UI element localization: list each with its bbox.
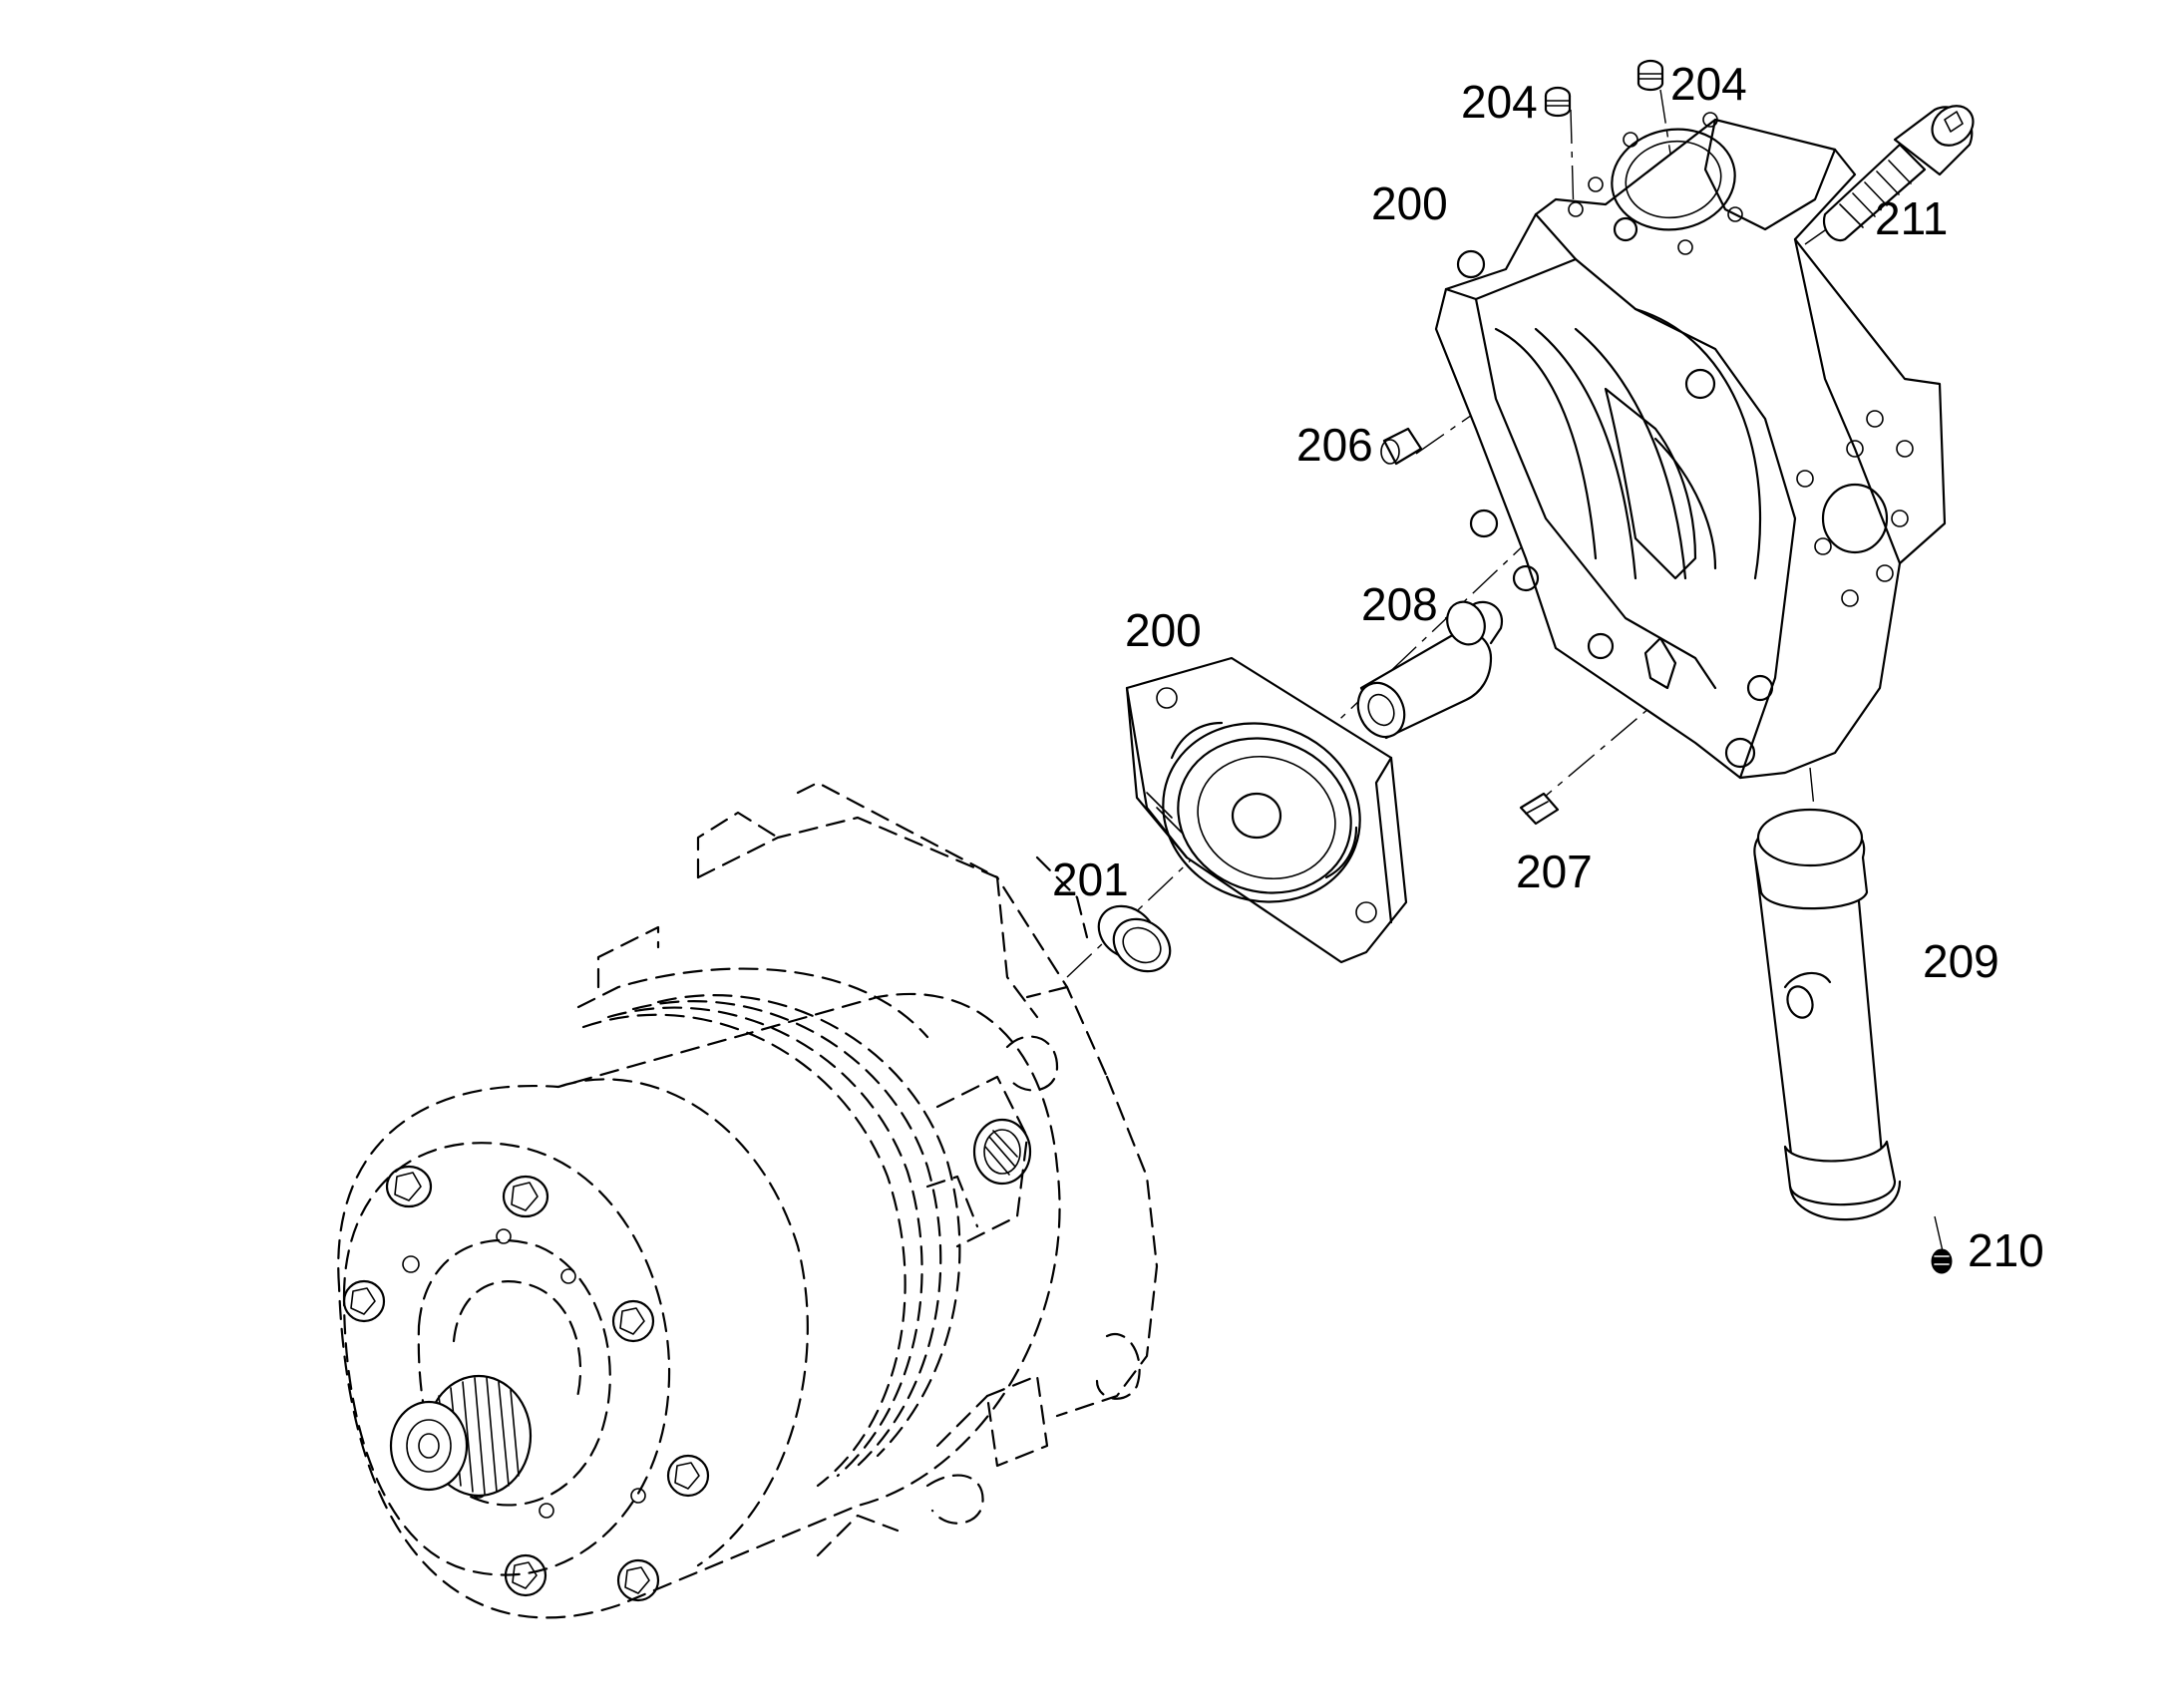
part-201-ring — [1097, 904, 1172, 973]
callout-207: 207 — [1516, 846, 1593, 897]
part-210-plug — [1931, 1248, 1953, 1274]
callout-201: 201 — [1052, 854, 1129, 905]
callout-200-plate: 200 — [1125, 604, 1202, 656]
part-204-plug-right — [1636, 59, 1664, 92]
phantom-pump-body — [337, 781, 1159, 1619]
splined-shaft — [389, 1374, 533, 1498]
part-209-piston — [1753, 808, 1902, 1221]
callout-204-right: 204 — [1670, 58, 1747, 110]
part-200-housing — [1434, 112, 1947, 780]
bolt-head-icon — [504, 1553, 547, 1597]
bolt-head-icon — [385, 1165, 433, 1208]
part-206-plug — [1380, 427, 1423, 466]
part-208-pin — [1356, 600, 1504, 740]
port-fitting — [972, 1118, 1032, 1186]
callout-206: 206 — [1296, 419, 1373, 471]
part-207-key — [1519, 792, 1560, 826]
callout-208: 208 — [1361, 578, 1438, 630]
bolt-head-icon — [342, 1279, 386, 1323]
bolt-head-icon — [666, 1454, 710, 1498]
part-204-plug-left — [1544, 86, 1572, 118]
callout-200-housing: 200 — [1371, 177, 1448, 229]
callout-211: 211 — [1875, 192, 1948, 244]
callout-204-left: 204 — [1461, 76, 1538, 128]
callout-209: 209 — [1923, 935, 1999, 987]
end-face-bolts — [342, 1165, 710, 1602]
bolt-head-icon — [616, 1558, 660, 1602]
callout-labels: 204 204 200 211 206 208 200 201 207 209 … — [1052, 58, 2044, 1276]
bolt-head-icon — [611, 1299, 655, 1343]
bolt-head-icon — [502, 1175, 549, 1218]
callout-210: 210 — [1968, 1224, 2044, 1276]
part-211-bolt — [1822, 105, 1975, 242]
part-200-port-plate — [1125, 656, 1408, 964]
